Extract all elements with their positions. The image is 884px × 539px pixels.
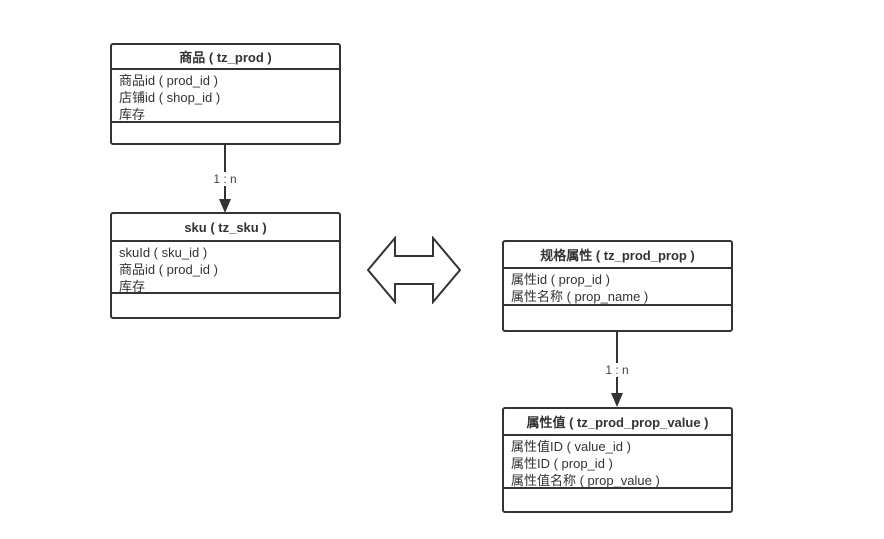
table-field: 商品id ( prod_id ) xyxy=(119,73,218,88)
table-fields-prod-prop-value: 属性值ID ( value_id ) 属性ID ( prop_id ) 属性值名… xyxy=(504,436,731,489)
table-empty-section xyxy=(504,489,731,511)
table-title-prod-prop-value: 属性值 ( tz_prod_prop_value ) xyxy=(504,409,731,436)
connector-prod-to-sku: 1 : n xyxy=(205,145,245,213)
entity-table-prod-prop: 规格属性 ( tz_prod_prop ) 属性id ( prop_id ) 属… xyxy=(502,240,733,332)
table-title-sku: sku ( tz_sku ) xyxy=(112,214,339,242)
table-field: 属性id ( prop_id ) xyxy=(511,272,610,287)
table-empty-section xyxy=(112,294,339,317)
table-field: 属性值名称 ( prop_value ) xyxy=(511,473,660,488)
connector-prop-to-prop-value: 1 : n xyxy=(597,332,637,407)
table-fields-sku: skuId ( sku_id ) 商品id ( prod_id ) 库存 xyxy=(112,242,339,294)
table-field: 属性值ID ( value_id ) xyxy=(511,439,631,454)
table-field: 商品id ( prod_id ) xyxy=(119,262,218,277)
cardinality-label: 1 : n xyxy=(210,172,240,186)
table-empty-section xyxy=(504,306,731,330)
entity-table-prod: 商品 ( tz_prod ) 商品id ( prod_id ) 店铺id ( s… xyxy=(110,43,341,145)
table-field: 店铺id ( shop_id ) xyxy=(119,90,221,105)
entity-table-sku: sku ( tz_sku ) skuId ( sku_id ) 商品id ( p… xyxy=(110,212,341,319)
table-empty-section xyxy=(112,123,339,143)
table-fields-prod-prop: 属性id ( prop_id ) 属性名称 ( prop_name ) xyxy=(504,269,731,306)
table-field: 属性名称 ( prop_name ) xyxy=(511,289,649,304)
cardinality-label: 1 : n xyxy=(602,362,632,377)
table-title-prod: 商品 ( tz_prod ) xyxy=(112,45,339,70)
table-title-prod-prop: 规格属性 ( tz_prod_prop ) xyxy=(504,242,731,269)
double-arrow-icon xyxy=(367,236,461,304)
table-field: 库存 xyxy=(119,107,146,122)
table-field: skuId ( sku_id ) xyxy=(119,245,208,260)
table-field: 库存 xyxy=(119,279,146,294)
entity-table-prod-prop-value: 属性值 ( tz_prod_prop_value ) 属性值ID ( value… xyxy=(502,407,733,513)
table-fields-prod: 商品id ( prod_id ) 店铺id ( shop_id ) 库存 xyxy=(112,70,339,123)
table-field: 属性ID ( prop_id ) xyxy=(511,456,613,471)
